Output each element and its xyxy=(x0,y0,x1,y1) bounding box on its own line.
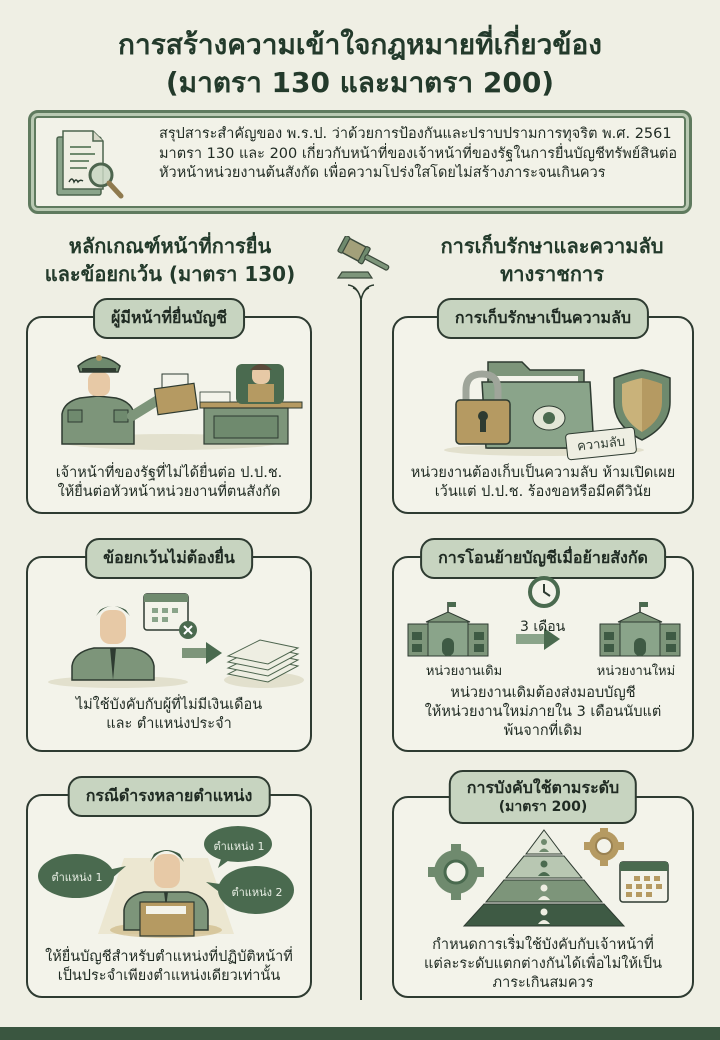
center-divider xyxy=(347,284,375,1000)
gavel-icon xyxy=(336,236,390,279)
person-with-positions-illustration xyxy=(38,826,294,938)
card-title-sub: (มาตรา 200) xyxy=(498,799,588,815)
card-description: หน่วยงานต้องเก็บเป็นความลับ ห้ามเปิดเผย … xyxy=(394,464,692,502)
document-search-icon xyxy=(56,130,124,199)
gear-icon xyxy=(584,828,624,866)
new-agency-building-icon xyxy=(599,602,681,657)
card-title: กรณีดำรงหลายตำแหน่ง xyxy=(67,776,271,817)
card-title: ข้อยกเว้นไม่ต้องยื่น xyxy=(85,538,253,579)
desc-line-2: เว้นแต่ ป.ป.ช. ร้องขอหรือมีคดีวินัย xyxy=(434,484,652,500)
card-title-main: การบังคับใช้ตามระดับ xyxy=(466,778,620,797)
card-description: หน่วยงานเดิมต้องส่งมอบบัญชี ให้หน่วยงานใ… xyxy=(394,684,692,741)
left-heading-line-2: และข้อยกเว้น (มาตรา 130) xyxy=(44,262,296,286)
old-agency-label: หน่วยงานเดิม xyxy=(425,664,503,679)
gear-icon xyxy=(428,844,484,900)
desc-line-2: ให้ยื่นต่อหัวหน้าหน่วยงานที่ตนสังกัด xyxy=(57,484,281,500)
card-title: การโอนย้ายบัญชีเมื่อย้ายสังกัด xyxy=(420,538,666,579)
position-bubble-top: ตำแหน่ง 1 xyxy=(213,840,265,853)
new-agency-label: หน่วยงานใหม่ xyxy=(596,664,676,679)
desc-line-3: ภาระเกินสมควร xyxy=(492,975,594,991)
card-title: การบังคับใช้ตามระดับ (มาตรา 200) xyxy=(448,770,638,824)
right-heading-line-2: ทางราชการ xyxy=(500,262,604,286)
card-description: ให้ยื่นบัญชีสำหรับตำแหน่งที่ปฏิบัติหน้าท… xyxy=(28,948,310,986)
position-bubble-right: ตำแหน่ง 2 xyxy=(231,886,283,899)
footer-bar xyxy=(0,1027,720,1040)
card-multiple-positions: กรณีดำรงหลายตำแหน่ง ตำแหน่ง 1 ตำแหน่ง 1 … xyxy=(26,776,312,998)
desc-line-1: ให้ยื่นบัญชีสำหรับตำแหน่งที่ปฏิบัติหน้าท… xyxy=(45,949,293,965)
right-heading-line-1: การเก็บรักษาและความลับ xyxy=(440,234,664,258)
lock-folder-shield-illustration xyxy=(444,361,671,456)
desc-line-2: แต่ละระดับแตกต่างกันได้เพื่อไม่ให้เป็น xyxy=(424,956,662,972)
desc-line-2: เป็นประจำเพียงตำแหน่งเดียวเท่านั้น xyxy=(57,968,281,984)
card-description: ไม่ใช้บังคับกับผู้ที่ไม่มีเงินเดือน และ … xyxy=(28,696,310,734)
divider-line xyxy=(360,300,362,1000)
desc-line-1: หน่วยงานเดิมต้องส่งมอบบัญชี xyxy=(450,685,636,701)
title-line-1: การสร้างความเข้าใจกฎหมายที่เกี่ยวข้อง xyxy=(118,28,602,61)
desc-line-1: หน่วยงานต้องเก็บเป็นความลับ ห้ามเปิดเผย xyxy=(410,465,676,481)
card-enforcement-by-level: การบังคับใช้ตามระดับ (มาตรา 200) xyxy=(392,770,694,998)
position-bubble-left: ตำแหน่ง 1 xyxy=(51,871,103,884)
transfer-duration-label: 3 เดือน xyxy=(520,619,566,635)
old-agency-building-icon xyxy=(407,602,489,657)
left-heading-line-1: หลักเกณฑ์หน้าที่การยื่น xyxy=(68,234,272,258)
buildings-transfer-illustration xyxy=(407,576,681,657)
card-title: การเก็บรักษาเป็นความลับ xyxy=(436,298,650,339)
desc-line-3: พ้นจากที่เดิม xyxy=(503,723,583,739)
left-column-heading: หลักเกณฑ์หน้าที่การยื่น และข้อยกเว้น (มา… xyxy=(10,232,330,288)
desc-line-1: เจ้าหน้าที่ของรัฐที่ไม่ได้ยื่นต่อ ป.ป.ช. xyxy=(55,465,283,481)
card-title: ผู้มีหน้าที่ยื่นบัญชี xyxy=(93,298,245,339)
desc-line-1: กำหนดการเริ่มใช้บังคับกับเจ้าหน้าที่ xyxy=(432,937,654,953)
summary-box: สรุปสาระสำคัญของ พ.ร.ป. ว่าด้วยการป้องกั… xyxy=(28,110,692,214)
officer-submitting-document-illustration xyxy=(61,355,303,450)
title-line-2: (มาตรา 130 และมาตรา 200) xyxy=(165,66,555,99)
person-calendar-documents-illustration xyxy=(48,593,304,688)
card-duty-to-file: ผู้มีหน้าที่ยื่นบัญชี เจ้าหน้าที่ของรัฐท… xyxy=(26,298,312,514)
desc-line-2: และ ตำแหน่งประจำ xyxy=(106,716,232,732)
card-confidential-storage: การเก็บรักษาเป็นความลับ ความลับ หน่วยงาน… xyxy=(392,298,694,514)
desc-line-1: ไม่ใช้บังคับกับผู้ที่ไม่มีเงินเดือน xyxy=(75,697,263,713)
card-description: เจ้าหน้าที่ของรัฐที่ไม่ได้ยื่นต่อ ป.ป.ช.… xyxy=(28,464,310,502)
card-account-transfer: การโอนย้ายบัญชีเมื่อย้ายสังกัด 3 เ xyxy=(392,538,694,752)
card-description: กำหนดการเริ่มใช้บังคับกับเจ้าหน้าที่ แต่… xyxy=(394,936,692,993)
page-title: การสร้างความเข้าใจกฎหมายที่เกี่ยวข้อง (ม… xyxy=(0,26,720,102)
desc-line-2: ให้หน่วยงานใหม่ภายใน 3 เดือนนับแต่ xyxy=(424,704,662,720)
pyramid-gears-calendar-illustration xyxy=(428,828,669,927)
summary-text: สรุปสาระสำคัญของ พ.ร.ป. ว่าด้วยการป้องกั… xyxy=(159,126,678,181)
right-column-heading: การเก็บรักษาและความลับ ทางราชการ xyxy=(392,232,712,288)
divider-ornament-icon xyxy=(347,284,375,301)
card-exception: ข้อยกเว้นไม่ต้องยื่น ไม่ใช้บังคับกับผู้ท… xyxy=(26,538,312,752)
